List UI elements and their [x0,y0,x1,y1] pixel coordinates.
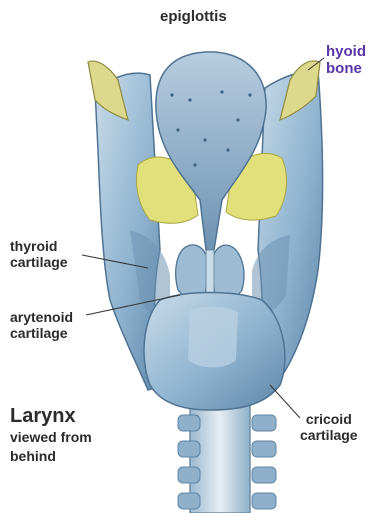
label-epiglottis-text: epiglottis [160,9,227,26]
label-hyoid-line1: hyoid [326,44,366,61]
figure-title: Larynx viewed from behind [10,405,92,465]
label-cricoid-cartilage: cricoid cartilage [300,412,358,443]
label-arytenoid-line1: arytenoid [10,310,73,326]
subtitle-line2: behind [10,449,92,465]
title-larynx: Larynx [10,405,92,427]
label-hyoid-line2: bone [326,61,366,78]
label-thyroid-line2: cartilage [10,255,68,271]
cricoid-leader [270,385,300,418]
label-thyroid-line1: thyroid [10,239,68,255]
label-arytenoid-cartilage: arytenoid cartilage [10,310,73,341]
cricoid-cartilage [144,293,285,411]
trachea [178,395,276,513]
label-hyoid-bone: hyoid bone [326,44,366,78]
subtitle-line1: viewed from [10,430,92,446]
label-epiglottis: epiglottis [160,9,227,26]
label-arytenoid-line2: cartilage [10,326,73,342]
label-cricoid-line2: cartilage [300,428,358,444]
label-thyroid-cartilage: thyroid cartilage [10,239,68,270]
label-cricoid-line1: cricoid [300,412,358,428]
